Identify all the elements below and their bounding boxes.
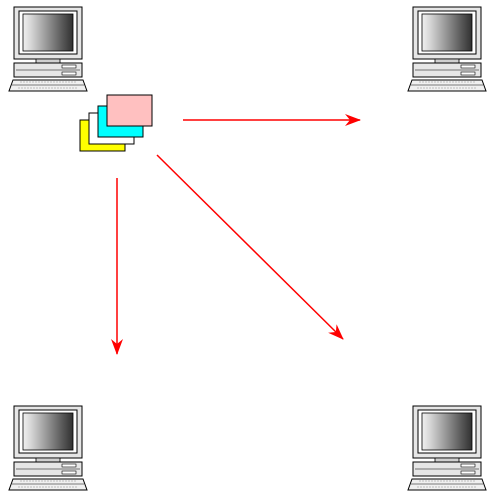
arrow-to-bottom-right: [156, 154, 344, 340]
document-layer-pink: [106, 94, 153, 127]
document-stack-icon: [79, 94, 153, 152]
